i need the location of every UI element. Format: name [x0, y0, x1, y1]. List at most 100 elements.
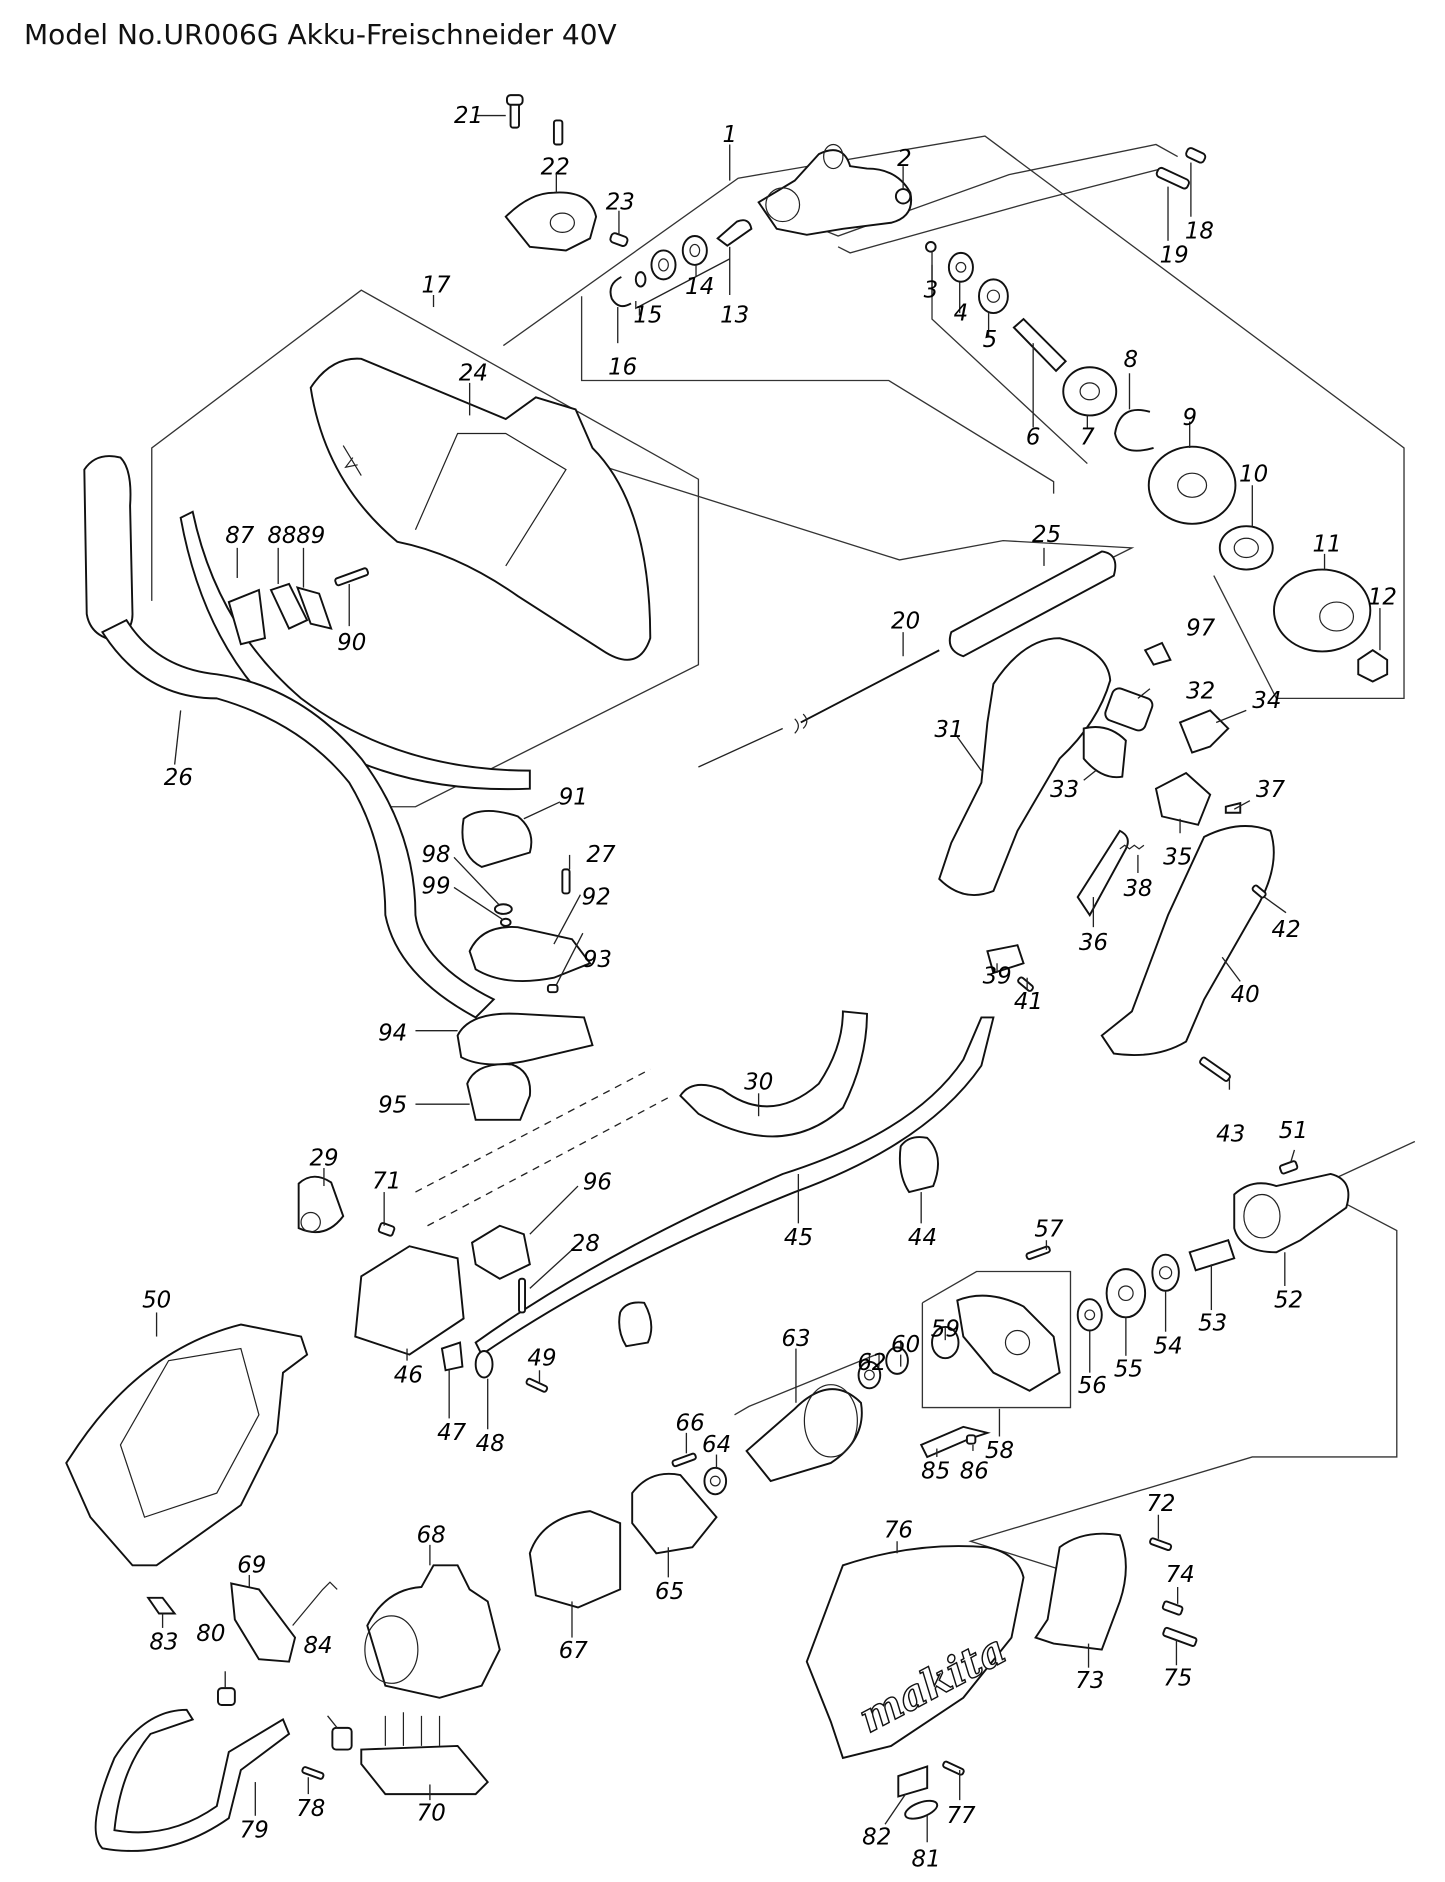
- part-53-sleeve: [1188, 1239, 1236, 1272]
- part-7-bearing: [1062, 366, 1118, 417]
- part-93-pin: [546, 983, 559, 994]
- label-19: 19: [1160, 242, 1189, 268]
- label-50: 50: [142, 1288, 171, 1314]
- part-65-brush-holder: [631, 1472, 718, 1555]
- label-51: 51: [1279, 1118, 1308, 1144]
- part-49-screw: [525, 1377, 549, 1393]
- label-46: 46: [394, 1362, 423, 1388]
- part-26-loop-handle: [83, 455, 496, 1019]
- part-72-screw: [1149, 1537, 1173, 1552]
- part-45-cable: [474, 1016, 995, 1357]
- part-88-pad: [269, 582, 309, 630]
- label-99: 99: [421, 873, 450, 899]
- part-44b-cable-clip: [618, 1301, 653, 1348]
- part-23-bolt: [609, 232, 629, 247]
- part-35-lever: [1154, 771, 1212, 826]
- part-80-collar: [217, 1687, 236, 1706]
- label-73: 73: [1075, 1668, 1104, 1694]
- part-63-armature: [745, 1384, 863, 1483]
- part-92-handle-holder: [468, 926, 592, 982]
- label-4: 4: [954, 300, 969, 326]
- label-57: 57: [1034, 1217, 1064, 1243]
- label-76: 76: [884, 1518, 913, 1544]
- part-96-cable-holder: [470, 1224, 531, 1280]
- label-53: 53: [1198, 1311, 1227, 1337]
- part-91-knob: [461, 809, 533, 868]
- label-38: 38: [1123, 876, 1152, 902]
- part-21-bolt: [506, 94, 524, 129]
- part-43-screw: [1199, 1056, 1231, 1082]
- label-13: 13: [720, 303, 749, 329]
- part-2-nut: [894, 188, 912, 205]
- label-68: 68: [417, 1522, 446, 1548]
- label-25: 25: [1032, 522, 1061, 548]
- label-87: 87: [225, 523, 255, 549]
- label-1: 1: [723, 122, 738, 148]
- part-5-washer: [978, 278, 1009, 315]
- part-94-holder-base: [456, 1012, 594, 1066]
- label-18: 18: [1185, 218, 1214, 244]
- part-4-washer: [947, 251, 974, 283]
- label-79: 79: [240, 1817, 269, 1843]
- label-27: 27: [586, 842, 616, 868]
- label-85: 85: [921, 1459, 950, 1485]
- label-65: 65: [655, 1579, 684, 1605]
- label-6: 6: [1026, 424, 1041, 450]
- part-89-plate: [295, 586, 333, 630]
- part-79-loop: [94, 1708, 291, 1852]
- page-title: Model No.UR006G Akku-Freischneider 40V: [24, 18, 617, 51]
- label-7: 7: [1080, 424, 1095, 450]
- part-58-gear-cover: [956, 1294, 1061, 1392]
- label-47: 47: [437, 1420, 467, 1446]
- part-15-ring: [634, 271, 647, 288]
- part-85-lever: [919, 1425, 991, 1459]
- label-28: 28: [571, 1231, 600, 1257]
- label-22: 22: [541, 155, 570, 181]
- label-88: 88: [267, 523, 296, 549]
- part-54-bearing: [1151, 1253, 1180, 1292]
- label-49: 49: [527, 1345, 556, 1371]
- label-89: 89: [296, 523, 325, 549]
- label-84: 84: [303, 1633, 332, 1659]
- label-75: 75: [1163, 1666, 1192, 1692]
- part-78-screw: [301, 1766, 325, 1780]
- label-8: 8: [1123, 347, 1138, 373]
- label-77: 77: [946, 1803, 976, 1829]
- part-60-needle-bearing: [885, 1346, 909, 1375]
- label-40: 40: [1231, 982, 1260, 1008]
- part-11-holder: [1273, 568, 1372, 653]
- part-44-cable-clip: [898, 1136, 939, 1194]
- part-32-seal: [1104, 687, 1154, 732]
- label-59: 59: [931, 1317, 960, 1343]
- part-labels: 21 22 23 1 2 18 19 14 15 13 16 3 4 5 8 6…: [142, 103, 1397, 1873]
- label-81: 81: [912, 1846, 941, 1872]
- label-17: 17: [421, 273, 451, 299]
- label-9: 9: [1182, 405, 1197, 431]
- part-50-housing: [65, 1323, 309, 1567]
- part-22-clamp: [504, 119, 598, 252]
- label-10: 10: [1239, 462, 1268, 488]
- part-9-cover: [1147, 445, 1237, 525]
- part-14-bearing: [650, 235, 708, 281]
- part-52-gear-housing: [1233, 1173, 1350, 1254]
- label-98: 98: [421, 842, 450, 868]
- part-56-bearing: [1076, 1298, 1103, 1332]
- part-24-safety-guard: [309, 357, 652, 661]
- part-37-spring-clip: [1224, 801, 1242, 814]
- label-71: 71: [372, 1168, 401, 1194]
- label-91: 91: [559, 784, 588, 810]
- label-37: 37: [1256, 777, 1286, 803]
- part-33-switch-plate: [1082, 726, 1127, 779]
- label-86: 86: [960, 1459, 989, 1485]
- part-16-circlip: [609, 276, 632, 308]
- label-30: 30: [744, 1070, 773, 1096]
- label-26: 26: [164, 765, 193, 791]
- label-69: 69: [237, 1553, 266, 1579]
- dashed-alignment-lines: [415, 727, 783, 1227]
- label-48: 48: [476, 1431, 505, 1457]
- part-99-ring: [499, 917, 512, 927]
- part-46-holder: [354, 1245, 465, 1356]
- part-6-spindle: [1012, 317, 1068, 373]
- label-24: 24: [459, 360, 488, 386]
- part-27-bolt: [561, 868, 571, 895]
